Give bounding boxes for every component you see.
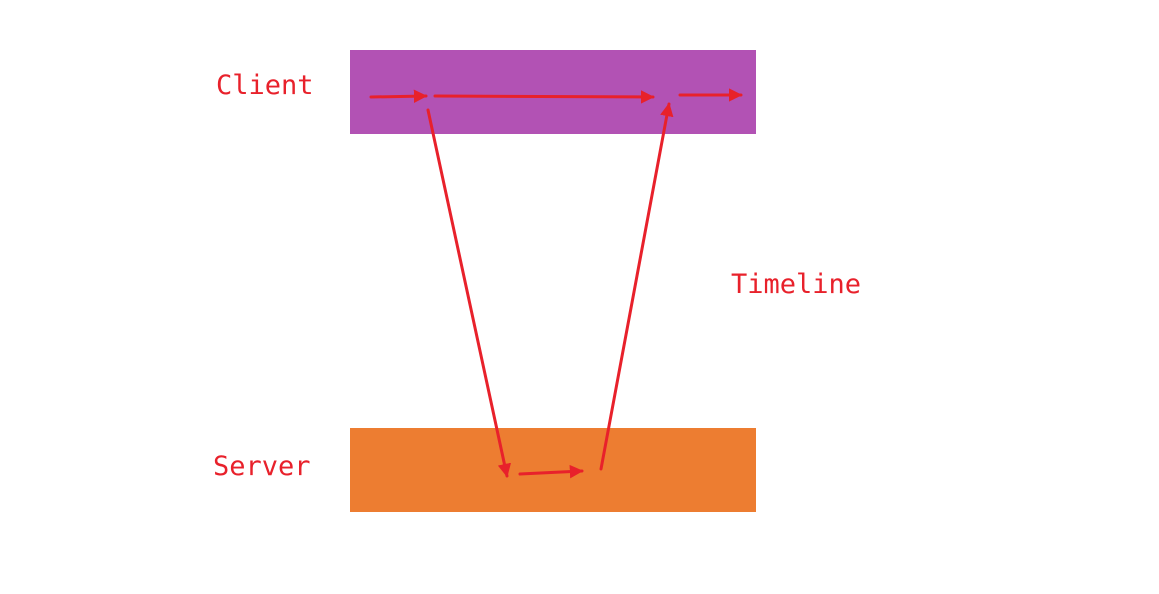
server-lane bbox=[350, 428, 756, 512]
server-processing-arrow bbox=[518, 464, 584, 479]
timeline-label: Timeline bbox=[731, 269, 862, 300]
client-wait-arrow bbox=[433, 90, 655, 104]
client-start-arrow bbox=[369, 89, 428, 103]
client-label: Client bbox=[216, 70, 314, 101]
request-arrow bbox=[426, 108, 512, 478]
server-label: Server bbox=[213, 451, 311, 482]
response-arrow bbox=[599, 102, 674, 471]
